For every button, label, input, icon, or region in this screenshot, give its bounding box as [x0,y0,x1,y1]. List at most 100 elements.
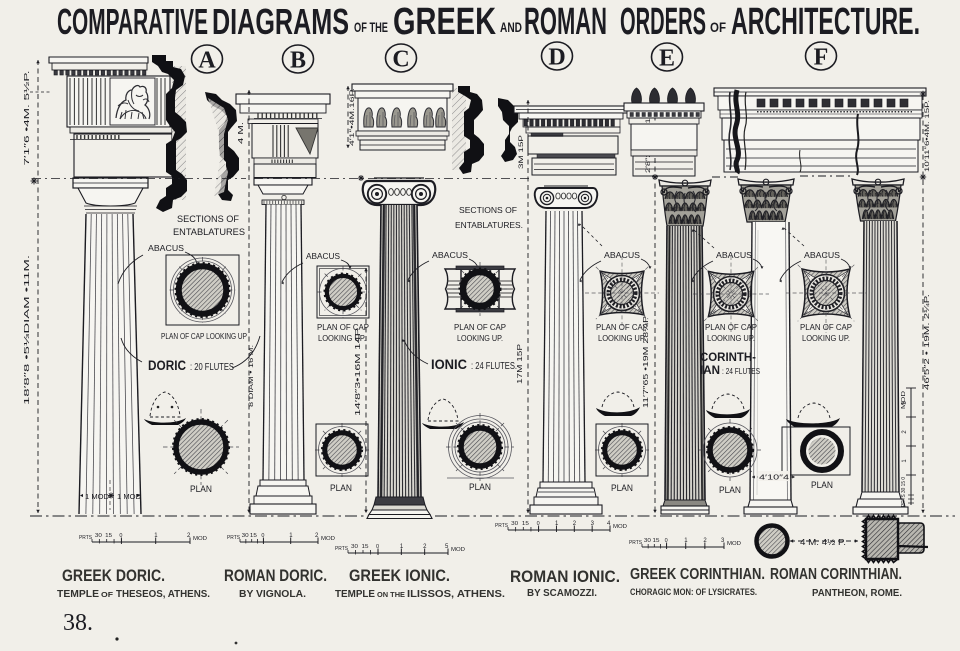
svg-text:PLAN: PLAN [811,480,833,491]
svg-text:2: 2 [573,521,577,527]
svg-text:2: 2 [187,533,191,539]
svg-text:PRTS: PRTS [227,535,240,541]
svg-text:7′1″6 •4M. 5½P.: 7′1″6 •4M. 5½P. [22,71,31,166]
svg-text:MOD: MOD [901,391,907,409]
svg-text:38.: 38. [63,610,93,636]
svg-text:46′5″2 • 19M. 2¼P.: 46′5″2 • 19M. 2¼P. [922,294,931,390]
svg-text:PLAN: PLAN [719,485,741,496]
svg-text:ILISSOS, ATHENS.: ILISSOS, ATHENS. [407,589,505,600]
svg-text:PRTS: PRTS [335,546,348,552]
svg-text:4 M. 4½ P.: 4 M. 4½ P. [800,537,846,547]
svg-text:1: 1 [289,533,293,539]
svg-text:0: 0 [665,538,668,544]
svg-text:GREEK DORIC.: GREEK DORIC. [62,566,165,585]
svg-text:PRTS: PRTS [495,523,508,529]
svg-text:ABACUS: ABACUS [804,251,840,260]
svg-text:4′10″4: 4′10″4 [759,473,789,482]
svg-text:4′1″•4M.16P.: 4′1″•4M.16P. [349,88,356,146]
svg-text:MOD: MOD [451,547,465,553]
svg-text:F: F [814,45,829,71]
svg-text:MOD: MOD [727,541,741,547]
svg-text:GREEK IONIC.: GREEK IONIC. [349,566,450,585]
svg-text:1 MOD: 1 MOD [117,494,141,501]
svg-text:2: 2 [315,533,319,539]
svg-text:ENTABLATURES: ENTABLATURES [173,227,245,237]
svg-text:1: 1 [154,533,158,539]
svg-text:ORDERS: ORDERS [620,1,706,43]
svg-text:15: 15 [653,538,660,544]
svg-text:CHORAGIC MON: OF LYSICRATES.: CHORAGIC MON: OF LYSICRATES. [630,587,757,597]
svg-text:LOOKING UP.: LOOKING UP. [802,334,850,343]
svg-text:2: 2 [703,538,707,544]
svg-text:DIAGRAMS: DIAGRAMS [212,1,349,42]
svg-text:PRTS: PRTS [629,540,642,546]
svg-text:MOD: MOD [193,536,207,542]
svg-text:A: A [198,48,216,74]
svg-text:MOD: MOD [321,536,335,542]
svg-text:2: 2 [902,430,908,434]
svg-text:PLAN OF CAP: PLAN OF CAP [317,323,369,332]
svg-text:IONIC: IONIC [431,357,467,372]
svg-text:PRTS: PRTS [79,535,92,541]
svg-text:18′8″8 •5⅓DIAM •11M.: 18′8″8 •5⅓DIAM •11M. [22,255,31,405]
svg-text:30: 30 [95,533,102,539]
svg-text:SECTIONS OF: SECTIONS OF [177,214,239,224]
svg-text:3: 3 [591,521,595,527]
svg-text:3: 3 [902,401,908,405]
svg-text:E: E [659,46,675,72]
svg-text:D: D [548,45,565,71]
svg-text:IAN: IAN [700,365,720,377]
svg-text:PLAN: PLAN [330,483,352,494]
svg-text:ON THE: ON THE [377,590,405,599]
svg-text:BY VIGNOLA.: BY VIGNOLA. [239,589,306,600]
svg-text:: 20 FLUTES: : 20 FLUTES [190,362,234,373]
svg-text:15: 15 [362,544,369,550]
svg-text:4 M.: 4 M. [236,122,245,144]
svg-text:TEMPLE: TEMPLE [335,589,375,600]
svg-text:11′7″65 •19M 28¼P: 11′7″65 •19M 28¼P [643,316,650,408]
svg-text:8 DIAM • 16 M.: 8 DIAM • 16 M. [248,345,255,407]
svg-text:SECTIONS OF: SECTIONS OF [459,205,517,215]
svg-text:17M 15P: 17M 15P [517,344,524,384]
svg-text:OF THE: OF THE [354,19,388,35]
svg-text:BY SCAMOZZI.: BY SCAMOZZI. [527,588,597,599]
svg-text:PLAN OF CAP: PLAN OF CAP [596,323,648,332]
svg-text:2: 2 [423,544,427,550]
svg-text:30: 30 [644,538,651,544]
svg-text:MOD: MOD [613,524,627,530]
svg-text:ABACUS: ABACUS [716,251,752,260]
svg-text:CORINTH-: CORINTH- [700,352,756,364]
svg-text:ROMAN CORINTHIAN.: ROMAN CORINTHIAN. [770,566,902,583]
svg-text:PLAN: PLAN [611,483,633,494]
svg-text:PLAN OF CAP: PLAN OF CAP [800,323,852,332]
svg-text:ROMAN IONIC.: ROMAN IONIC. [510,567,620,586]
svg-text:ROMAN DORIC.: ROMAN DORIC. [224,566,327,585]
svg-text:0: 0 [261,533,264,539]
svg-text:PRTS 30 15 0: PRTS 30 15 0 [901,477,907,507]
svg-text:LOOKING UP.: LOOKING UP. [707,334,755,343]
svg-text:B: B [290,48,306,74]
svg-text:14′8″3•16M 14P: 14′8″3•16M 14P [355,327,362,416]
svg-text:15: 15 [250,533,257,539]
svg-text:10′11″6•4M. 15P.: 10′11″6•4M. 15P. [924,100,931,172]
svg-text:3: 3 [721,538,725,544]
svg-text:1: 1 [555,521,559,527]
svg-text:1 MOD: 1 MOD [85,494,109,501]
svg-text:0: 0 [537,521,540,527]
svg-text:PLAN OF CAP LOOKING UP: PLAN OF CAP LOOKING UP [161,332,247,341]
svg-text:ARCHITECTURE.: ARCHITECTURE. [731,1,920,43]
svg-text:DORIC: DORIC [148,358,186,373]
svg-text:0: 0 [376,544,379,550]
svg-text:TEMPLE: TEMPLE [57,589,99,600]
svg-text:PLAN: PLAN [190,484,212,495]
svg-text:15: 15 [105,533,112,539]
svg-text:0: 0 [119,533,122,539]
svg-text:3M 15P: 3M 15P [518,134,525,169]
svg-text:ABACUS: ABACUS [148,244,184,253]
svg-text:OF: OF [710,19,726,35]
svg-text:5: 5 [445,544,449,550]
svg-text:C: C [392,47,409,73]
svg-text:30: 30 [242,533,249,539]
svg-text:GREEK CORINTHIAN.: GREEK CORINTHIAN. [630,566,765,583]
svg-text:COMPARATIVE: COMPARATIVE [57,1,208,42]
